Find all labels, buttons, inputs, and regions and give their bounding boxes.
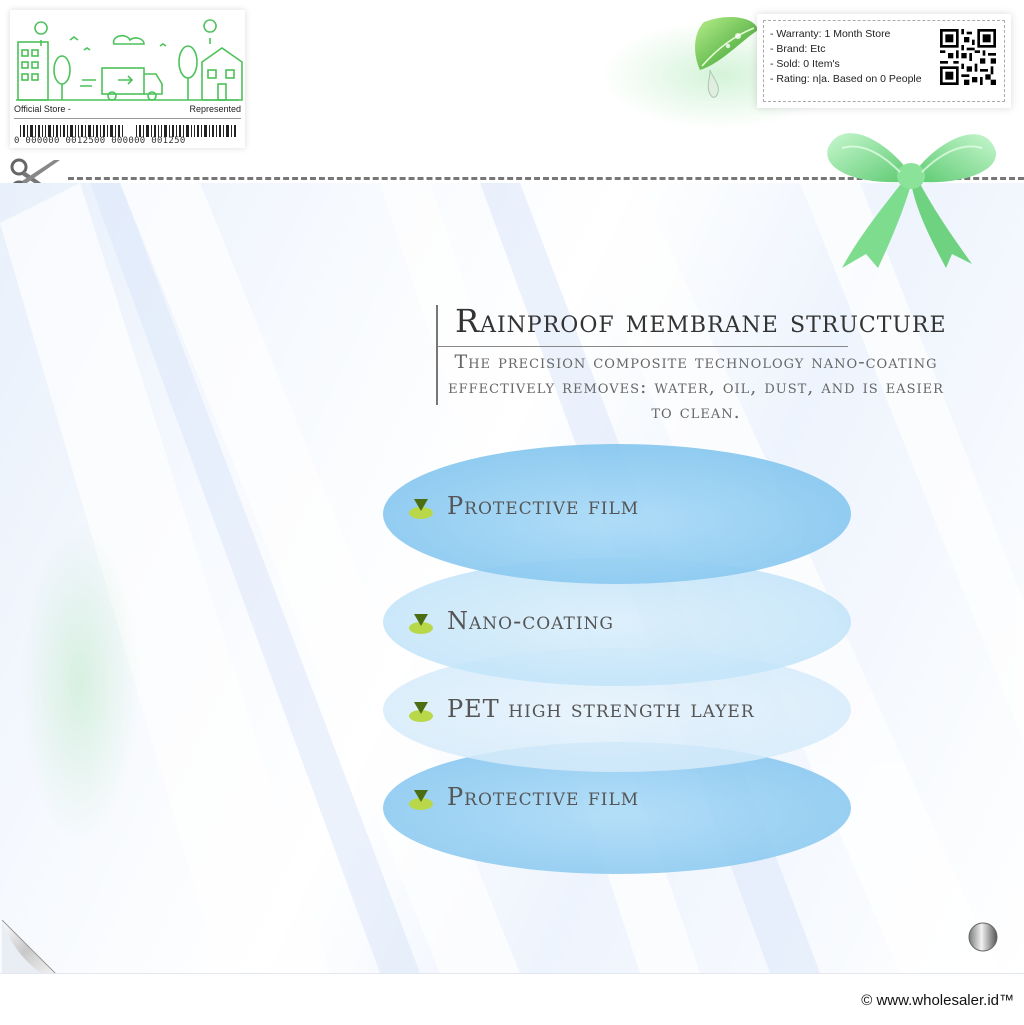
layer-stack: Protective film Nano-coating PET high st… xyxy=(380,440,860,880)
barcode: 0 000000 0012500 000000 001250 xyxy=(14,122,241,146)
bullet-icon xyxy=(409,499,433,519)
layer-label-4: Protective film xyxy=(447,783,640,811)
barcode-number: 0 000000 0012500 000000 001250 xyxy=(14,136,186,146)
store-illustration-icon xyxy=(16,19,243,101)
rating-line: - Rating: n|a. Based on 0 People xyxy=(770,73,922,85)
layer-discs xyxy=(383,444,851,874)
store-left-label: Official Store - xyxy=(14,104,71,114)
layer-disc-1 xyxy=(383,444,851,584)
qr-code-icon xyxy=(940,29,996,85)
sold-line: - Sold: 0 Item's xyxy=(770,58,840,70)
info-lines: - Warranty: 1 Month Store - Brand: Etc -… xyxy=(770,27,922,87)
store-card: Official Store - Represented xyxy=(10,10,245,148)
title-underline xyxy=(438,346,848,347)
info-card-border: - Warranty: 1 Month Store - Brand: Etc -… xyxy=(763,20,1005,102)
ribbon-bow-icon xyxy=(827,133,997,268)
chrome-button-icon xyxy=(968,922,998,952)
copyright-text: © www.wholesaler.id™ xyxy=(861,992,1014,1009)
store-right-label: Represented xyxy=(189,104,241,114)
layer-disc-4 xyxy=(383,742,851,874)
bullet-icon xyxy=(409,702,433,722)
title-accent-bar xyxy=(436,305,438,405)
store-labels: Official Store - Represented xyxy=(14,104,241,119)
page-curl-icon xyxy=(2,920,56,974)
leaf-icon xyxy=(695,16,758,98)
cut-line xyxy=(68,177,1024,180)
page-subtitle: The precision composite technology nano-… xyxy=(448,351,944,423)
barcode-icon xyxy=(20,125,236,137)
warranty-line: - Warranty: 1 Month Store xyxy=(770,28,891,40)
bottom-strip xyxy=(0,973,1024,1025)
bullet-icon xyxy=(409,790,433,810)
layer-disc-2 xyxy=(383,558,851,686)
brand-line: - Brand: Etc xyxy=(770,43,826,55)
layer-label-1: Protective film xyxy=(447,492,640,520)
bullet-icon xyxy=(409,614,433,634)
info-card: - Warranty: 1 Month Store - Brand: Etc -… xyxy=(757,14,1011,108)
green-haze xyxy=(20,523,140,843)
page-title: Rainproof membrane structure xyxy=(455,302,947,340)
layer-label-2: Nano-coating xyxy=(447,607,614,635)
layer-disc-3 xyxy=(383,648,851,772)
layer-label-3: PET high strength layer xyxy=(447,695,755,723)
